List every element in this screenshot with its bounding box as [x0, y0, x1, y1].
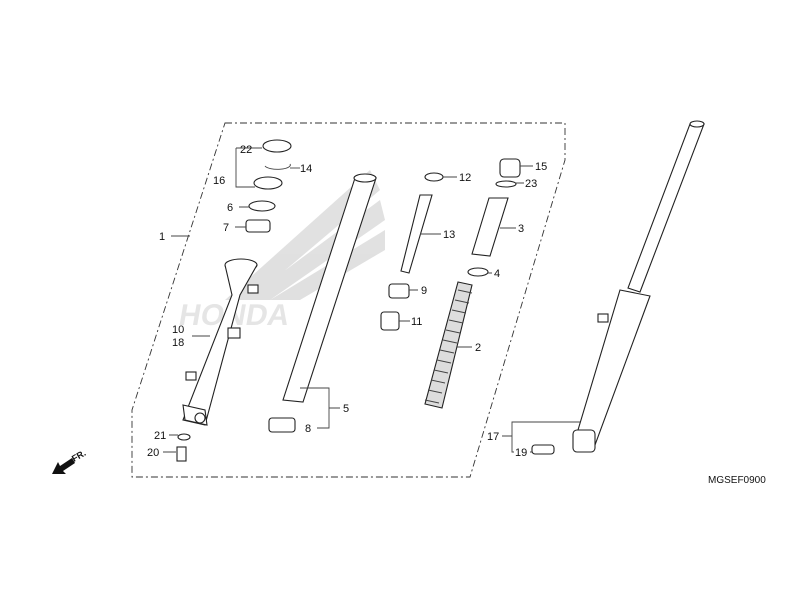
- callout-10: 10: [172, 324, 184, 336]
- complete-fork-assembly-part: [572, 120, 705, 453]
- oil-seal-part: [253, 176, 283, 190]
- diagram-code: MGSEF0900: [708, 475, 766, 486]
- damper-rod-part: [400, 194, 433, 274]
- o-ring-part: [495, 180, 517, 188]
- back-up-ring-part: [248, 200, 276, 212]
- piston-ring-part: [424, 172, 444, 182]
- callout-7: 7: [223, 222, 229, 234]
- oil-lock-piece-part: [380, 311, 400, 331]
- callout-3: 3: [518, 223, 524, 235]
- leader-lines: [163, 147, 580, 453]
- assembly-frame: [131, 122, 566, 478]
- callout-12: 12: [459, 172, 471, 184]
- axle-pinch-bolt-part: [531, 444, 555, 455]
- callout-8: 8: [305, 423, 311, 435]
- callout-11: 11: [411, 316, 422, 328]
- callout-9: 9: [421, 285, 427, 297]
- callout-4: 4: [494, 268, 500, 280]
- fork-bolt-part: [499, 158, 521, 178]
- callout-1: 1: [159, 231, 165, 243]
- callout-21: 21: [154, 430, 166, 442]
- circlip-part: [264, 163, 291, 170]
- front-direction-arrow: FR.: [52, 448, 88, 474]
- callout-14: 14: [300, 163, 312, 175]
- callout-18: 18: [172, 337, 184, 349]
- arrow-icon: [52, 458, 75, 474]
- callout-13: 13: [443, 229, 455, 241]
- slider-bushing-part: [245, 219, 271, 233]
- callout-17: 17: [487, 431, 499, 443]
- callout-22: 22: [240, 144, 252, 156]
- fork-spring-part: [424, 281, 473, 409]
- fork-slider-part: [182, 258, 259, 426]
- front-direction-label: FR.: [70, 448, 88, 464]
- rebound-spring-part: [388, 283, 410, 299]
- callout-6: 6: [227, 202, 233, 214]
- callout-19: 19: [515, 447, 527, 459]
- callout-23: 23: [525, 178, 537, 190]
- dust-seal-part: [262, 139, 292, 153]
- callout-16: 16: [213, 175, 225, 187]
- spring-seat-part: [467, 267, 489, 277]
- fork-pipe-part: [268, 173, 377, 433]
- socket-bolt-part: [176, 446, 187, 462]
- washer-part: [177, 433, 191, 441]
- callout-labels: 1 2 3 4 5 6 7 8 9 10 11 12 13 14 15 16 1…: [147, 144, 547, 459]
- callout-5: 5: [343, 403, 349, 415]
- callout-15: 15: [535, 161, 547, 173]
- callout-2: 2: [475, 342, 481, 354]
- spacer-collar-part: [471, 197, 509, 257]
- callout-20: 20: [147, 447, 159, 459]
